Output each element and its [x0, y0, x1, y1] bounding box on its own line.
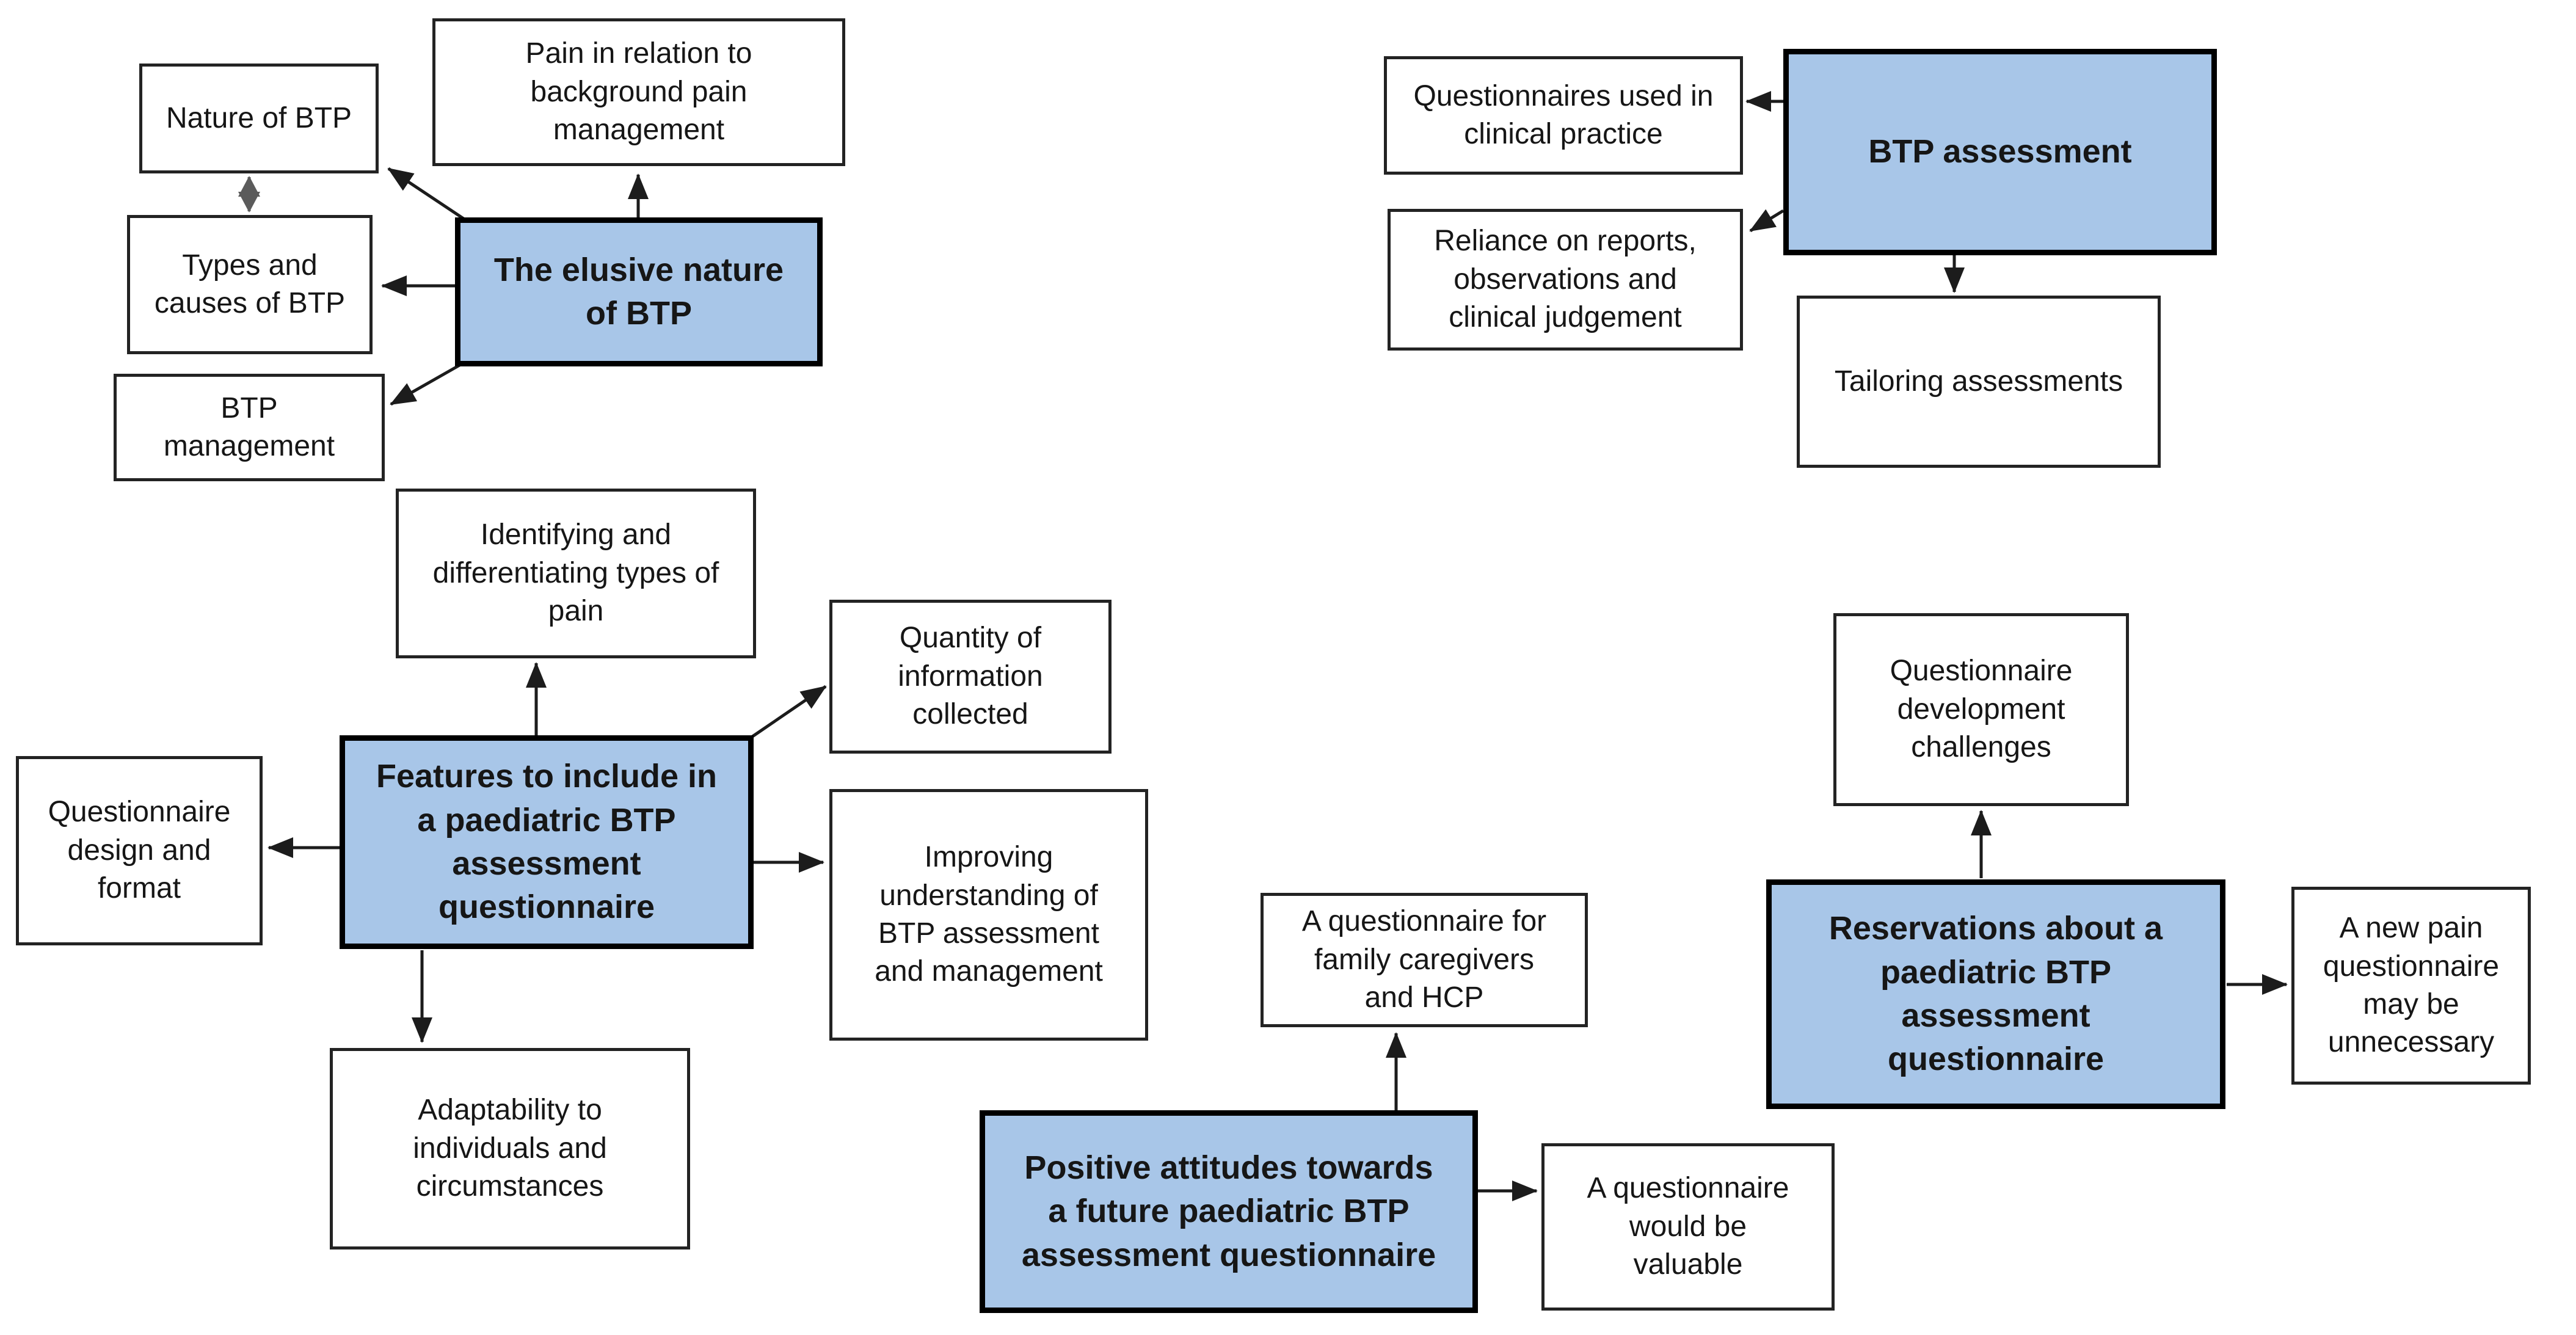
box-label: A new pain questionnaire may be unnecess… [2323, 912, 2500, 1059]
hub-btp-assessment: BTP assessment [1783, 49, 2217, 255]
box-improving-understanding: Improving understanding of BTP assessmen… [829, 789, 1148, 1041]
box-label: BTP management [163, 391, 335, 462]
box-label: Nature of BTP [166, 101, 352, 134]
box-questionnaires-clinical-practice: Questionnaires used in clinical practice [1384, 56, 1743, 175]
arrow-elusive-to-nature [387, 167, 468, 223]
hub-positive-attitudes: Positive attitudes towards a future paed… [980, 1110, 1478, 1313]
hub-features-to-include: Features to include in a paediatric BTP … [340, 735, 754, 949]
box-label: Identifying and differentiating types of… [432, 518, 719, 628]
hub-label: The elusive nature of BTP [493, 251, 784, 332]
hub-label: Positive attitudes towards a future paed… [1021, 1149, 1436, 1273]
box-nature-of-btp: Nature of BTP [139, 64, 379, 173]
box-label: Pain in relation to background pain mana… [525, 37, 752, 147]
box-label: Quantity of information collected [898, 622, 1043, 731]
box-label: Tailoring assessments [1834, 365, 2123, 398]
hub-label: BTP assessment [1868, 133, 2132, 170]
box-questionnaire-valuable: A questionnaire would be valuable [1541, 1143, 1835, 1311]
box-questionnaire-design-format: Questionnaire design and format [16, 756, 263, 945]
box-quantity-information: Quantity of information collected [829, 600, 1112, 754]
box-btp-management: BTP management [114, 374, 385, 481]
box-label: Questionnaires used in clinical practice [1413, 79, 1714, 150]
box-label: Questionnaire development challenges [1890, 655, 2073, 764]
box-questionnaire-family-hcp: A questionnaire for family caregivers an… [1261, 893, 1588, 1027]
box-label: Types and causes of BTP [154, 249, 346, 319]
box-label: Questionnaire design and format [48, 796, 231, 905]
box-label: Improving understanding of BTP assessmen… [875, 841, 1103, 988]
arrow-features-to-quantity [751, 685, 827, 738]
box-label: A questionnaire would be valuable [1587, 1172, 1789, 1281]
hub-label: Reservations about a paediatric BTP asse… [1828, 910, 2163, 1078]
box-questionnaire-dev-challenges: Questionnaire development challenges [1833, 613, 2129, 806]
hub-elusive-nature-of-btp: The elusive nature of BTP [455, 217, 823, 366]
box-label: Reliance on reports, observations and cl… [1434, 225, 1697, 334]
hub-reservations: Reservations about a paediatric BTP asse… [1766, 879, 2225, 1109]
box-label: Adaptability to individuals and circumst… [413, 1094, 607, 1203]
box-tailoring-assessments: Tailoring assessments [1797, 296, 2161, 468]
hub-label: Features to include in a paediatric BTP … [376, 758, 718, 926]
arrow-btp-to-reliance [1749, 209, 1785, 233]
arrow-elusive-to-management [390, 362, 463, 406]
box-adaptability: Adaptability to individuals and circumst… [330, 1048, 690, 1250]
box-types-causes-btp: Types and causes of BTP [127, 215, 373, 354]
box-pain-relation-background: Pain in relation to background pain mana… [432, 18, 845, 166]
box-new-questionnaire-unnecessary: A new pain questionnaire may be unnecess… [2291, 887, 2531, 1085]
box-identifying-differentiating: Identifying and differentiating types of… [396, 489, 756, 658]
box-label: A questionnaire for family caregivers an… [1301, 905, 1547, 1014]
box-reliance-reports: Reliance on reports, observations and cl… [1388, 209, 1743, 351]
